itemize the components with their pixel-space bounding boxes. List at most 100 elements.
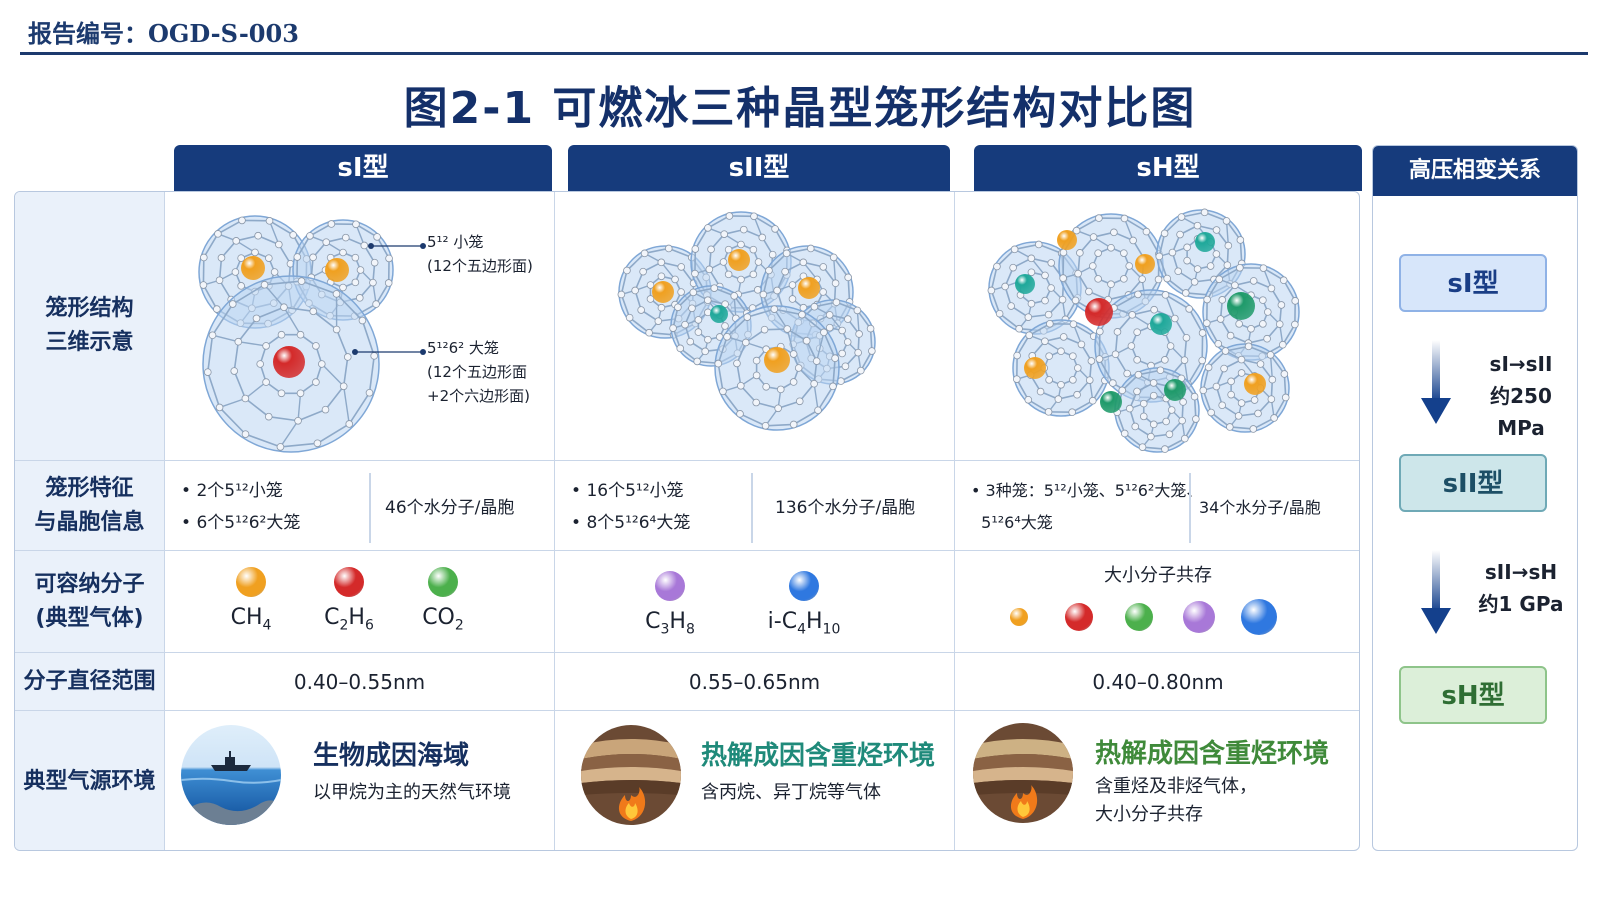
phase-transition-panel: 高压相变关系 sI型 sI→sII 约250 MPa sII型 sII→sH 约… — [1372, 145, 1578, 851]
row-label-diameter: 分子直径范围 — [15, 653, 165, 710]
sii-water-count: 136个水分子/晶胞 — [775, 498, 916, 518]
molecule-ball — [1183, 601, 1215, 633]
row-features: 笼形特征 与晶胞信息 • 2个5¹²小笼 • 6个5¹²6²大笼 46个水分子/… — [15, 460, 1359, 550]
env-title: 生物成因海域 — [313, 741, 470, 771]
guest-molecule — [652, 281, 674, 303]
cell-sii-diameter: 0.55–0.65nm — [555, 653, 955, 710]
coexist-label: 大小分子共存 — [1104, 565, 1212, 586]
guest-molecule — [798, 277, 820, 299]
molecule-ball — [334, 567, 364, 597]
phase-box-si: sI型 — [1399, 254, 1547, 312]
ocean-ship-illustration — [181, 725, 281, 825]
top-rule — [20, 52, 1588, 55]
cell-sii-features: • 16个5¹²小笼 • 8个5¹²6⁴大笼 136个水分子/晶胞 — [555, 461, 955, 550]
cage — [1012, 319, 1110, 417]
row-label-structure: 笼形结构 三维示意 — [15, 192, 165, 460]
guest-molecule — [241, 256, 265, 280]
guest-molecule — [1100, 391, 1122, 413]
bullet: • 3种笼：5¹²小笼、5¹²6²大笼、 — [971, 481, 1203, 500]
sii-cage-illustration — [617, 211, 876, 431]
cell-sii-environment: 热解成因含重烃环境 含丙烷、异丁烷等气体 — [555, 711, 955, 850]
row-label-environment: 典型气源环境 — [15, 711, 165, 850]
bullet: • 8个5¹²6⁴大笼 — [571, 513, 691, 533]
phase-box-sii: sII型 — [1399, 454, 1547, 512]
guest-molecule — [1015, 274, 1035, 294]
sh-bullets: • 3种笼：5¹²小笼、5¹²6²大笼、 5¹²6⁴大笼 — [971, 475, 1202, 539]
cell-sh-structure — [955, 192, 1359, 460]
guest-molecule — [1195, 232, 1215, 252]
row-structure: 笼形结构 三维示意 5¹² 小笼 (12个五边形面) 5¹²6² 大笼 (12个… — [15, 192, 1359, 460]
transition-si-sii: sI→sII 约250 MPa — [1489, 352, 1553, 440]
sh-cage-illustration — [987, 208, 1300, 453]
cell-sh-features: • 3种笼：5¹²小笼、5¹²6²大笼、 5¹²6⁴大笼 34个水分子/晶胞 — [955, 461, 1359, 550]
strata-fire-icon — [973, 723, 1073, 823]
comparison-table: 笼形结构 三维示意 5¹² 小笼 (12个五边形面) 5¹²6² 大笼 (12个… — [14, 191, 1360, 851]
row-label-molecules: 可容纳分子 (典型气体) — [15, 551, 165, 652]
bullet: • 16个5¹²小笼 — [571, 481, 684, 501]
cell-si-features: • 2个5¹²小笼 • 6个5¹²6²大笼 46个水分子/晶胞 — [165, 461, 555, 550]
col-head-sii: sII型 — [568, 145, 950, 191]
cell-si-structure: 5¹² 小笼 (12个五边形面) 5¹²6² 大笼 (12个五边形面 +2个六边… — [165, 192, 555, 460]
strata-fire-icon — [581, 725, 681, 825]
molecule-ball — [1241, 599, 1277, 635]
molecule-ball — [236, 567, 266, 597]
molecule-ball — [428, 567, 458, 597]
molecule-c2h6: C2H6 — [309, 567, 389, 633]
cell-si-environment: 生物成因海域 以甲烷为主的天然气环境 — [165, 711, 555, 850]
si-water-count: 46个水分子/晶胞 — [385, 498, 515, 518]
molecule-ball — [1065, 603, 1093, 631]
molecule-ball — [655, 571, 685, 601]
divider — [369, 473, 371, 543]
guest-molecule — [1024, 357, 1046, 379]
guest-molecule — [1057, 230, 1077, 250]
callout-large-cage: 5¹²6² 大笼 (12个五边形面 +2个六边形面) — [427, 339, 530, 405]
divider — [751, 473, 753, 543]
side-panel-title: 高压相变关系 — [1373, 146, 1577, 196]
molecule-ch4: CH4 — [211, 567, 291, 633]
guest-molecule — [273, 346, 305, 378]
sii-bullets: • 16个5¹²小笼 • 8个5¹²6⁴大笼 — [571, 475, 690, 539]
diameter-value: 0.40–0.55nm — [293, 669, 426, 694]
bullet: • 2个5¹²小笼 — [181, 481, 283, 501]
cell-sh-molecules: 大小分子共存 — [955, 551, 1359, 652]
cell-sii-molecules: C3H8 i-C4H10 — [555, 551, 955, 652]
guest-molecule — [325, 258, 349, 282]
divider — [1189, 473, 1191, 543]
env-title: 热解成因含重烃环境 — [701, 741, 936, 771]
guest-molecule — [1164, 379, 1186, 401]
guest-molecule — [1244, 373, 1266, 395]
diameter-value: 0.40–0.80nm — [1092, 669, 1224, 694]
row-diameter: 分子直径范围 0.40–0.55nm 0.55–0.65nm 0.40–0.80… — [15, 652, 1359, 710]
row-label-features: 笼形特征 与晶胞信息 — [15, 461, 165, 550]
molecule-i-c4h10: i-C4H10 — [739, 571, 869, 637]
molecule-ball — [1010, 608, 1028, 626]
cell-sii-structure — [555, 192, 955, 460]
callout-small-cage: 5¹² 小笼 (12个五边形面) — [427, 233, 533, 275]
page-title: 图2-1 可燃冰三种晶型笼形结构对比图 — [403, 83, 1197, 134]
cell-si-diameter: 0.40–0.55nm — [165, 653, 555, 710]
col-head-si: sI型 — [174, 145, 552, 191]
arrow-down-icon — [1421, 550, 1451, 634]
cage — [1199, 342, 1290, 433]
si-bullets: • 2个5¹²小笼 • 6个5¹²6²大笼 — [181, 475, 300, 539]
row-environment: 典型气源环境 — [15, 710, 1359, 850]
cell-sh-diameter: 0.40–0.80nm — [955, 653, 1359, 710]
si-cage-illustration — [198, 215, 426, 453]
row-molecules: 可容纳分子 (典型气体) CH4 C2H6 CO2 C3H8 i-C4 — [15, 550, 1359, 652]
molecule-co2: CO2 — [403, 567, 483, 633]
guest-molecule — [728, 249, 750, 271]
transition-sii-sh: sII→sH 约1 GPa — [1478, 560, 1564, 616]
diameter-value: 0.55–0.65nm — [688, 669, 821, 694]
env-title: 热解成因含重烃环境 — [1095, 739, 1330, 769]
guest-molecule — [1135, 254, 1155, 274]
sh-water-count: 34个水分子/晶胞 — [1199, 497, 1321, 517]
bullet: • 6个5¹²6²大笼 — [181, 513, 301, 533]
col-head-sh: sH型 — [974, 145, 1362, 191]
cell-sh-environment: 热解成因含重烃环境 含重烃及非烃气体， 大小分子共存 — [955, 711, 1359, 850]
molecule-ball — [789, 571, 819, 601]
env-desc: 含丙烷、异丁烷等气体 — [701, 782, 881, 803]
guest-molecule — [1150, 313, 1172, 335]
molecule-c3h8: C3H8 — [615, 571, 725, 637]
env-desc: 含重烃及非烃气体， 大小分子共存 — [1095, 776, 1257, 825]
arrow-down-icon — [1421, 340, 1451, 424]
